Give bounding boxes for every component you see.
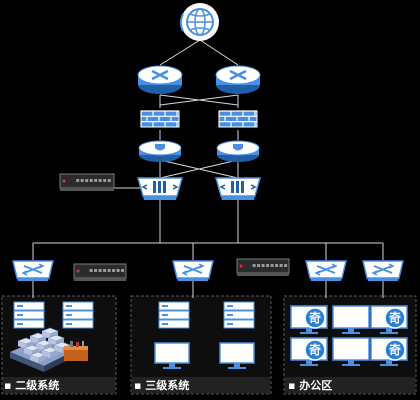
core-switch-right [215, 177, 261, 200]
access-switch-office-1 [305, 260, 347, 281]
access-switch-level2 [12, 260, 54, 281]
zone-label-office: ▪ 办公区 [288, 379, 333, 392]
access-switch-office-2 [362, 260, 404, 281]
internet-globe-icon [180, 3, 219, 41]
router-right [215, 65, 261, 94]
zone-label-level3: ▪ 三级系统 [134, 379, 190, 392]
rack-appliance-top [59, 173, 115, 191]
server-level2-1 [13, 301, 45, 329]
security-gateway-right [216, 140, 260, 162]
server-level3-2 [223, 301, 255, 329]
firewall-left [140, 110, 180, 128]
office-pc-1: 奇 [290, 305, 328, 334]
office-pc-badge-text: 奇 [389, 310, 401, 325]
office-pc-badge-text: 奇 [389, 342, 401, 357]
office-pc-badge-text: 奇 [309, 342, 321, 357]
office-pc-2 [332, 305, 370, 334]
office-pc-5 [332, 337, 370, 366]
office-pc-6: 奇 [370, 337, 408, 366]
router-left [137, 65, 183, 94]
rack-appliance-level2 [73, 263, 127, 281]
toolbox-icon [64, 341, 88, 361]
connection-lines [32, 39, 384, 298]
firewall-right [218, 110, 258, 128]
server-level2-2 [62, 301, 94, 329]
access-switch-level3 [172, 260, 214, 281]
core-switch-left [137, 177, 183, 200]
zone-label-level2: ▪ 二级系统 [4, 379, 60, 392]
server-level3-1 [158, 301, 190, 329]
rack-appliance-level3 [236, 258, 290, 276]
office-pc-badge-text: 奇 [309, 310, 321, 325]
office-pc-3: 奇 [370, 305, 408, 334]
security-gateway-left [138, 140, 182, 162]
monitor-level3-1 [154, 342, 190, 369]
storage-array-icon [10, 327, 72, 372]
monitor-level3-2 [219, 342, 255, 369]
office-pc-4: 奇 [290, 337, 328, 366]
